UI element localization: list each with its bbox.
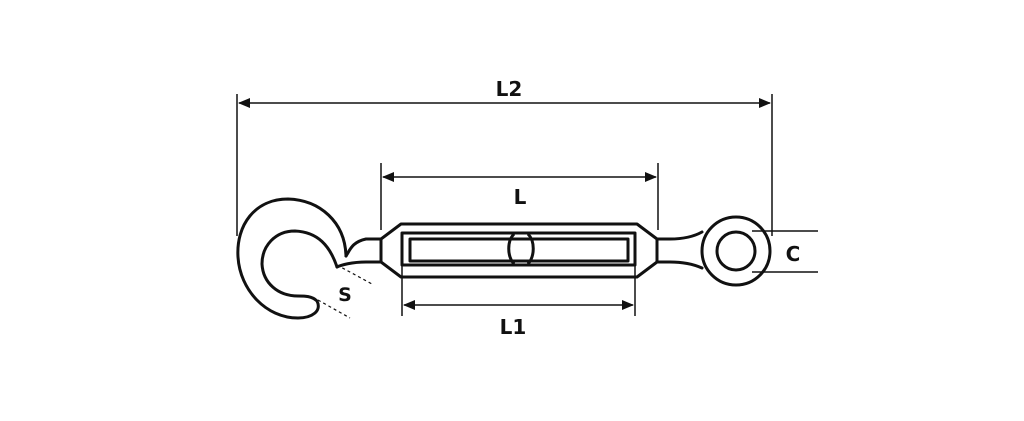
- frame-center-collar-left: [507, 232, 516, 265]
- s-guide-line-upper: [336, 264, 373, 285]
- hook-shank-lower: [335, 260, 383, 269]
- hook-inner-curve: [260, 229, 339, 298]
- eye-shank: [655, 230, 704, 241]
- l1-label: L1: [500, 315, 527, 339]
- hook-outer-curve: [236, 197, 348, 320]
- s-dimension: [317, 264, 373, 319]
- l2-dimension: [236, 94, 773, 236]
- hook-end: [236, 197, 383, 320]
- frame-center-collar-right: [526, 232, 535, 265]
- frame-window-inner: [408, 237, 630, 263]
- l-dimension: [380, 163, 659, 230]
- hook-shank: [344, 237, 383, 258]
- eye-shank-lower: [655, 260, 704, 270]
- eye-outer-ring: [700, 215, 772, 287]
- eye-inner-ring: [715, 230, 757, 272]
- l2-label: L2: [496, 77, 523, 101]
- turnbuckle-body: [379, 222, 659, 279]
- s-label: S: [338, 284, 352, 306]
- l-label: L: [514, 185, 527, 209]
- s-guide-line-lower: [317, 299, 351, 319]
- frame-window-outer: [400, 231, 637, 267]
- l1-dimension: [401, 265, 636, 316]
- eye-end: [655, 215, 772, 287]
- c-label: C: [786, 242, 801, 266]
